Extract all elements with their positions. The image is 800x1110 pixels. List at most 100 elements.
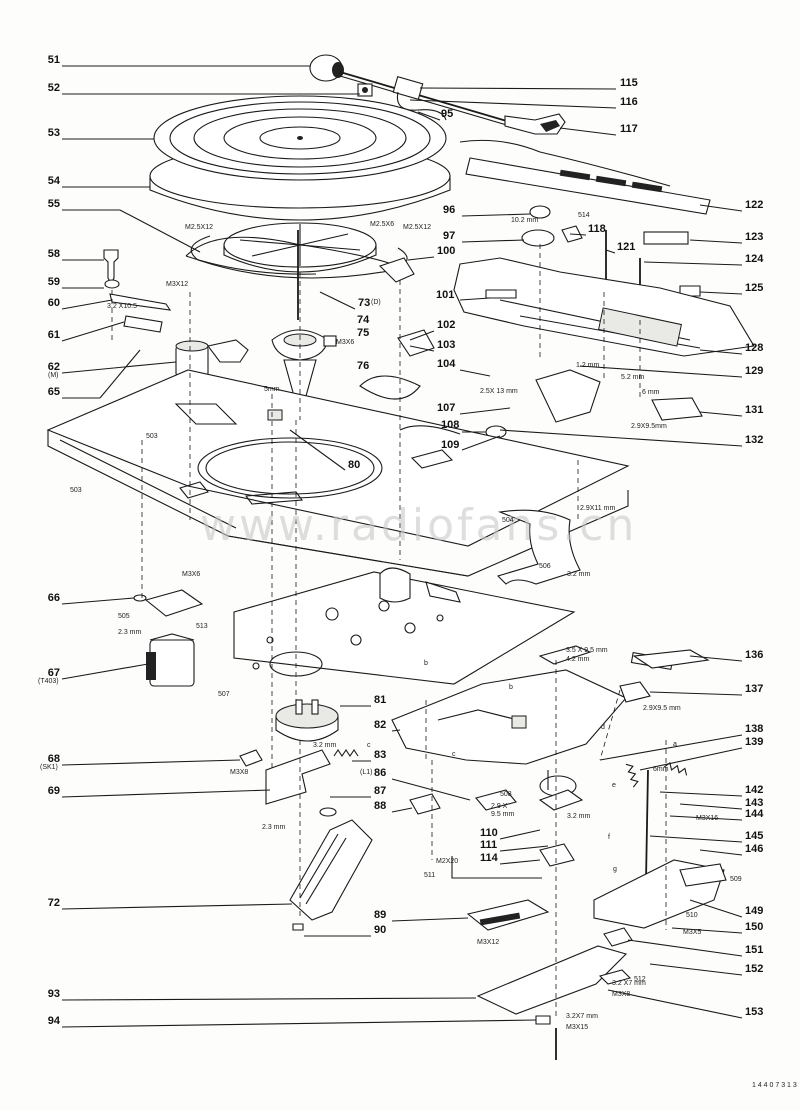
annotation-s95mm: 9.5 mm [491,811,515,818]
annotation-sm25x6: M2.5X6 [370,221,395,228]
callout-74: 74 [357,314,370,326]
watermark: www.radiofans.cn [200,500,638,551]
annotation-sm3x6a: M3X6 [336,339,355,346]
annotation-s6mm: 6 mm [642,389,660,396]
callout-62: 62 [47,361,60,373]
annotation-s32x7b: 3.2X7 mm [566,1013,598,1020]
annotation-sf1: f [608,834,610,841]
callout-137: 137 [745,683,764,695]
callout-94: 94 [47,1015,60,1027]
callout-93: 93 [47,988,60,1000]
callout-124: 124 [745,253,764,265]
callout-110: 110 [480,827,498,839]
control-panel [459,139,711,318]
annotation-sm3x16: M3X16 [696,815,719,822]
annotation-s52mm: 5.2 mm [621,374,645,381]
left-upper-parts [103,249,249,377]
annotation-s29x95: 2.9X9.5mm [631,423,667,430]
annotation-s86l: (L1) [360,769,373,776]
annotation-s504: 504 [502,517,514,524]
annotation-s29x: 2.9 X [491,803,508,810]
spring-83 [333,749,359,757]
callout-73: 73 [358,297,371,309]
annotation-s32mma: 3.2 mm [567,571,591,578]
annotation-s35x95: 3.5 X 9.5 mm [566,647,608,654]
callout-109: 109 [441,439,460,451]
annotation-s62m: (M) [48,372,59,379]
callout-68: 68 [47,753,60,765]
callout-104: 104 [437,358,456,370]
callout-118: 118 [588,223,606,235]
annotation-s512: 512 [634,976,646,983]
autochanger-mechanism [391,645,727,1060]
annotation-s32mmc: 3.2 mm [567,813,591,820]
tonearm-assembly [309,54,566,135]
annotation-sb1: b [424,660,428,667]
annotation-sm3x8: M3X8 [230,769,249,776]
assembly-lines [111,244,667,1020]
lever-72 [289,819,373,921]
annotation-s23mmb: 2.3 mm [262,824,286,831]
callout-145: 145 [745,830,764,842]
annotation-sdrawno: 1 4 4 0 7 3 1 3 [752,1082,797,1089]
annotation-s68sk: (SK1) [40,764,58,771]
spindle-bearing [271,329,337,397]
callout-95: 95 [441,108,454,120]
annotation-s29x95b: 2.9X9.5 mm [643,705,681,712]
annotation-s6mmb: 6mm [653,766,669,773]
annotation-s32x7: 3.2 X7 mm [612,980,646,987]
callout-76: 76 [357,360,370,372]
callout-146: 146 [745,843,764,855]
annotation-s23mma: 2.3 mm [118,629,142,636]
annotation-s5mm: 5mm [264,386,280,393]
callout-69: 69 [47,785,60,797]
annotation-sm3x8b: M3X8 [612,991,631,998]
callout-52: 52 [47,82,60,94]
callout-51: 51 [47,54,60,66]
annotation-s505: 505 [118,613,130,620]
callout-111: 111 [480,839,498,851]
annotation-s67t: (T403) [38,678,59,685]
annotation-s102mm: 10.2 mm [511,217,539,224]
annotation-sm2x12: M2.5X12 [185,224,214,231]
annotation-s509: 509 [730,876,742,883]
callout-122: 122 [745,199,764,211]
annotation-sd1: d [601,724,605,731]
annotation-sc1: c [367,742,371,749]
annotation-s503b: 503 [70,487,82,494]
callout-86: 86 [374,767,387,779]
callout-102: 102 [437,319,456,331]
annotation-s507: 507 [218,691,230,698]
callout-144: 144 [745,808,764,820]
callout-125: 125 [745,282,764,294]
annotation-sm3x12: M3X12 [166,281,189,288]
callout-67: 67 [47,667,60,679]
callout-87: 87 [374,785,387,797]
screw-90 [292,923,304,931]
callout-103: 103 [437,339,456,351]
callout-101: 101 [436,289,455,301]
callout-138: 138 [745,723,764,735]
callout-90: 90 [374,924,387,936]
callout-153: 153 [745,1006,764,1018]
callout-59: 59 [47,276,60,288]
annotation-s513: 513 [196,623,208,630]
annotation-s508: 508 [500,791,512,798]
leader-lines [61,65,743,1028]
callout-115: 115 [620,77,638,89]
callout-80: 80 [348,459,361,471]
callout-108: 108 [441,419,460,431]
annotation-sm25x12: M2.5X12 [403,224,432,231]
motor-81 [275,699,339,742]
annotation-sm2x20: M2X20 [436,858,459,865]
callout-83: 83 [374,749,387,761]
callout-152: 152 [745,963,764,975]
callout-132: 132 [745,434,764,446]
annotation-sa1: a [673,741,677,748]
callout-65: 65 [47,386,60,398]
callout-121: 121 [617,241,636,253]
annotation-s32mmb: 3.2 mm [313,742,337,749]
callout-66: 66 [47,592,60,604]
cover-136 [632,649,710,669]
annotation-sc2: c [452,751,456,758]
